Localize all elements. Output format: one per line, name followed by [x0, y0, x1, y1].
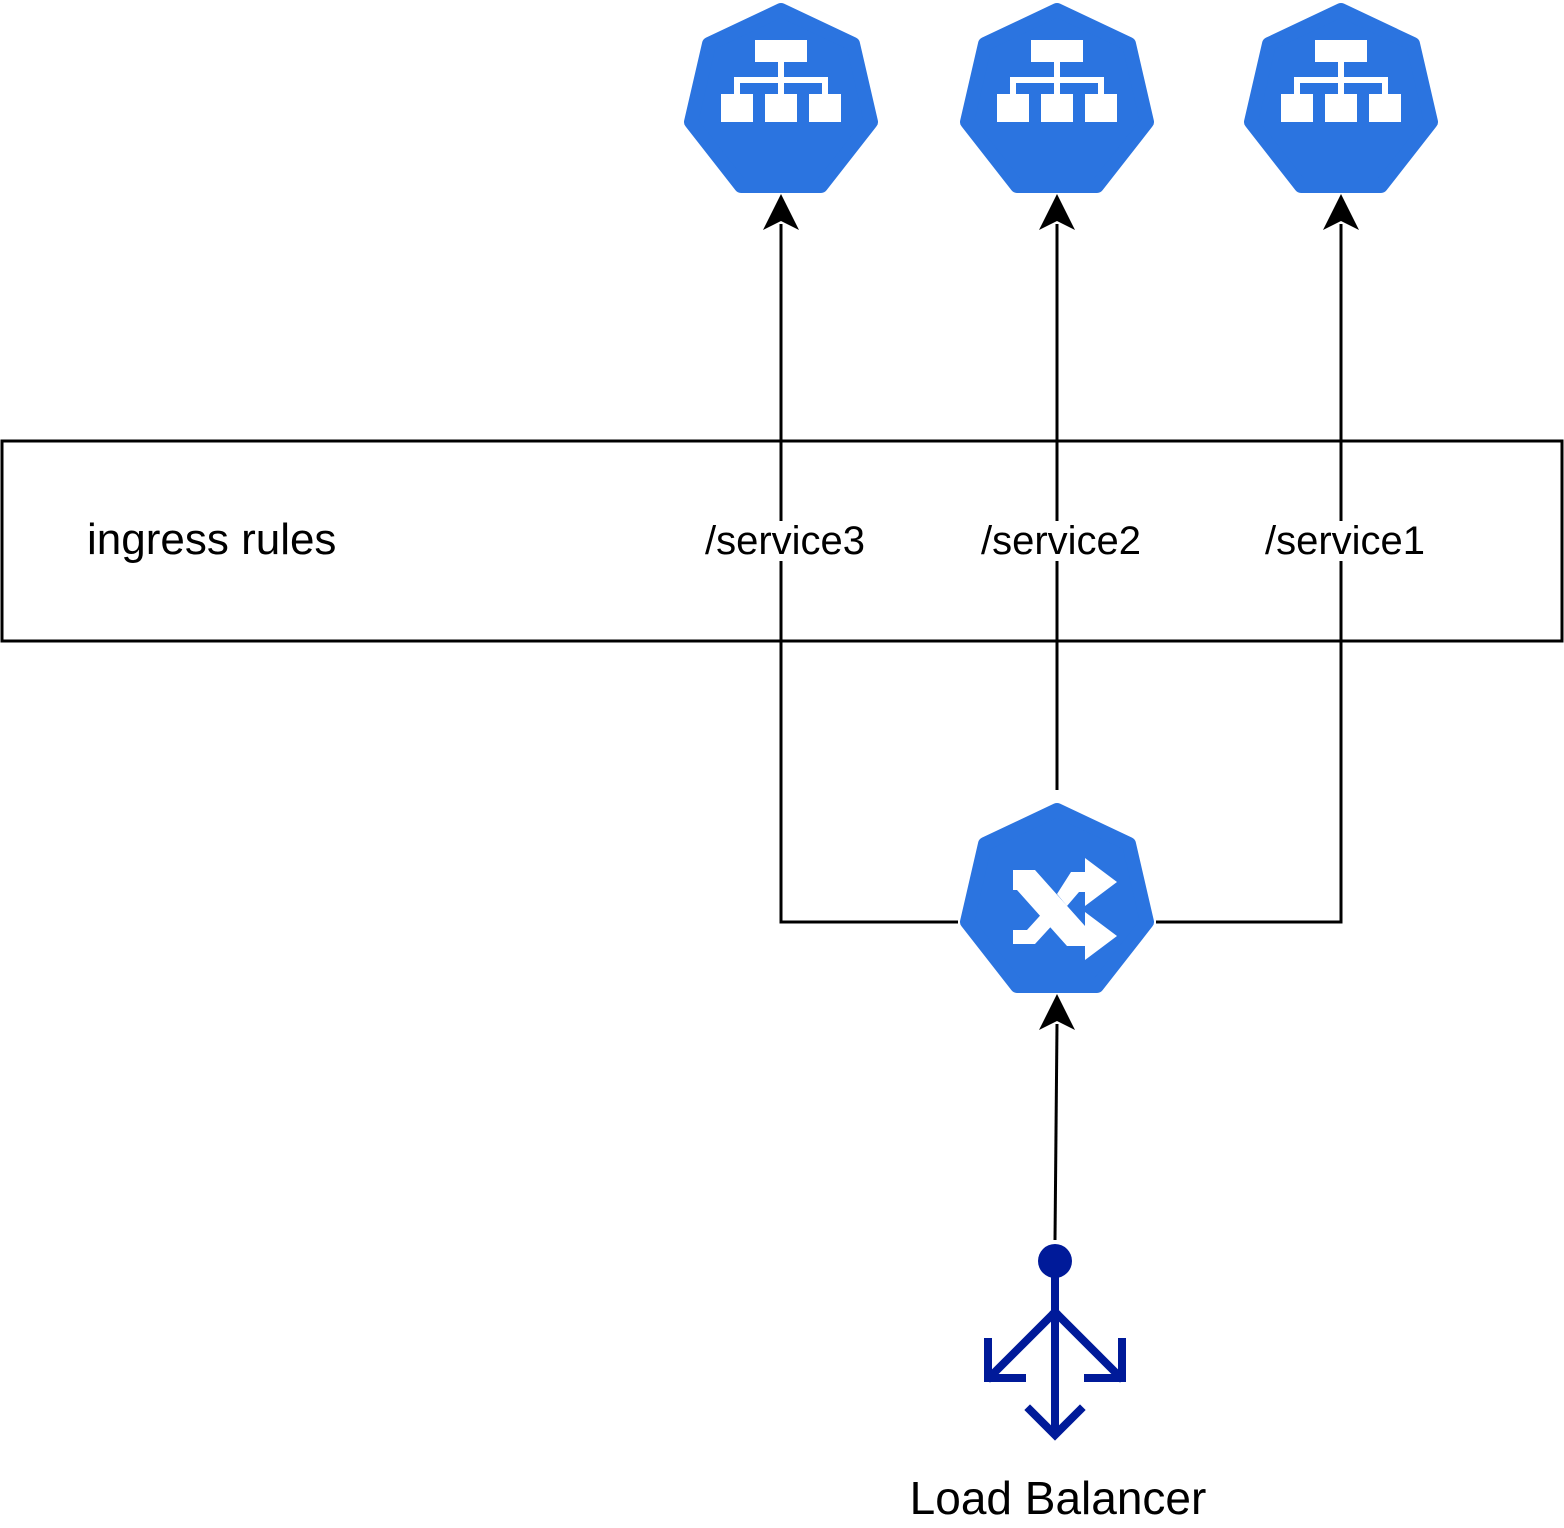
- path-label-service3: /service3: [702, 519, 868, 563]
- service-icon: [967, 10, 1147, 186]
- connectors: [779, 224, 1343, 1241]
- load-balancer-label: Load Balancer: [909, 1472, 1207, 1524]
- service-node-2[interactable]: [967, 10, 1147, 186]
- service-icon: [1251, 10, 1431, 186]
- edge-to-service1: [1156, 224, 1343, 924]
- arrowhead-service3: [763, 194, 799, 230]
- ingress-rules-title: ingress rules: [87, 515, 337, 564]
- edge-to-service3: [779, 224, 958, 924]
- load-balancer-icon[interactable]: [984, 1244, 1126, 1441]
- service-node-3[interactable]: [691, 10, 871, 186]
- path-label-service1: /service1: [1262, 519, 1428, 563]
- service-icon: [691, 10, 871, 186]
- ingress-controller-icon: [1013, 858, 1117, 960]
- ingress-controller-node[interactable]: [960, 803, 1154, 993]
- arrowheads: [763, 194, 1359, 1030]
- service-node-1[interactable]: [1251, 10, 1431, 186]
- arrowhead-controller: [1039, 994, 1075, 1030]
- path-label-service2: /service2: [978, 519, 1144, 563]
- edge-lb-to-controller: [1053, 1023, 1059, 1241]
- arrowhead-service1: [1323, 194, 1359, 230]
- arrowhead-service2: [1039, 194, 1075, 230]
